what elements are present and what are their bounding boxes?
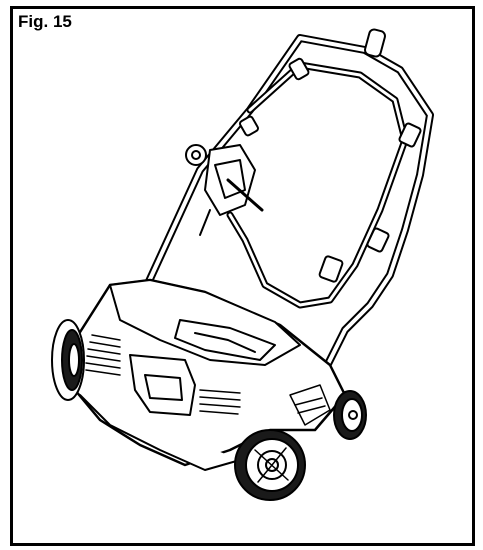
handle-frame [141,34,434,384]
height-adjuster [289,384,331,426]
wheels [51,319,367,501]
handle-clamps [239,28,422,283]
figure-label: Fig. 15 [18,12,72,31]
machine-housing [73,278,347,471]
front-vents-left [85,334,121,376]
front-vents-right [199,389,241,415]
switch-box [185,144,264,236]
